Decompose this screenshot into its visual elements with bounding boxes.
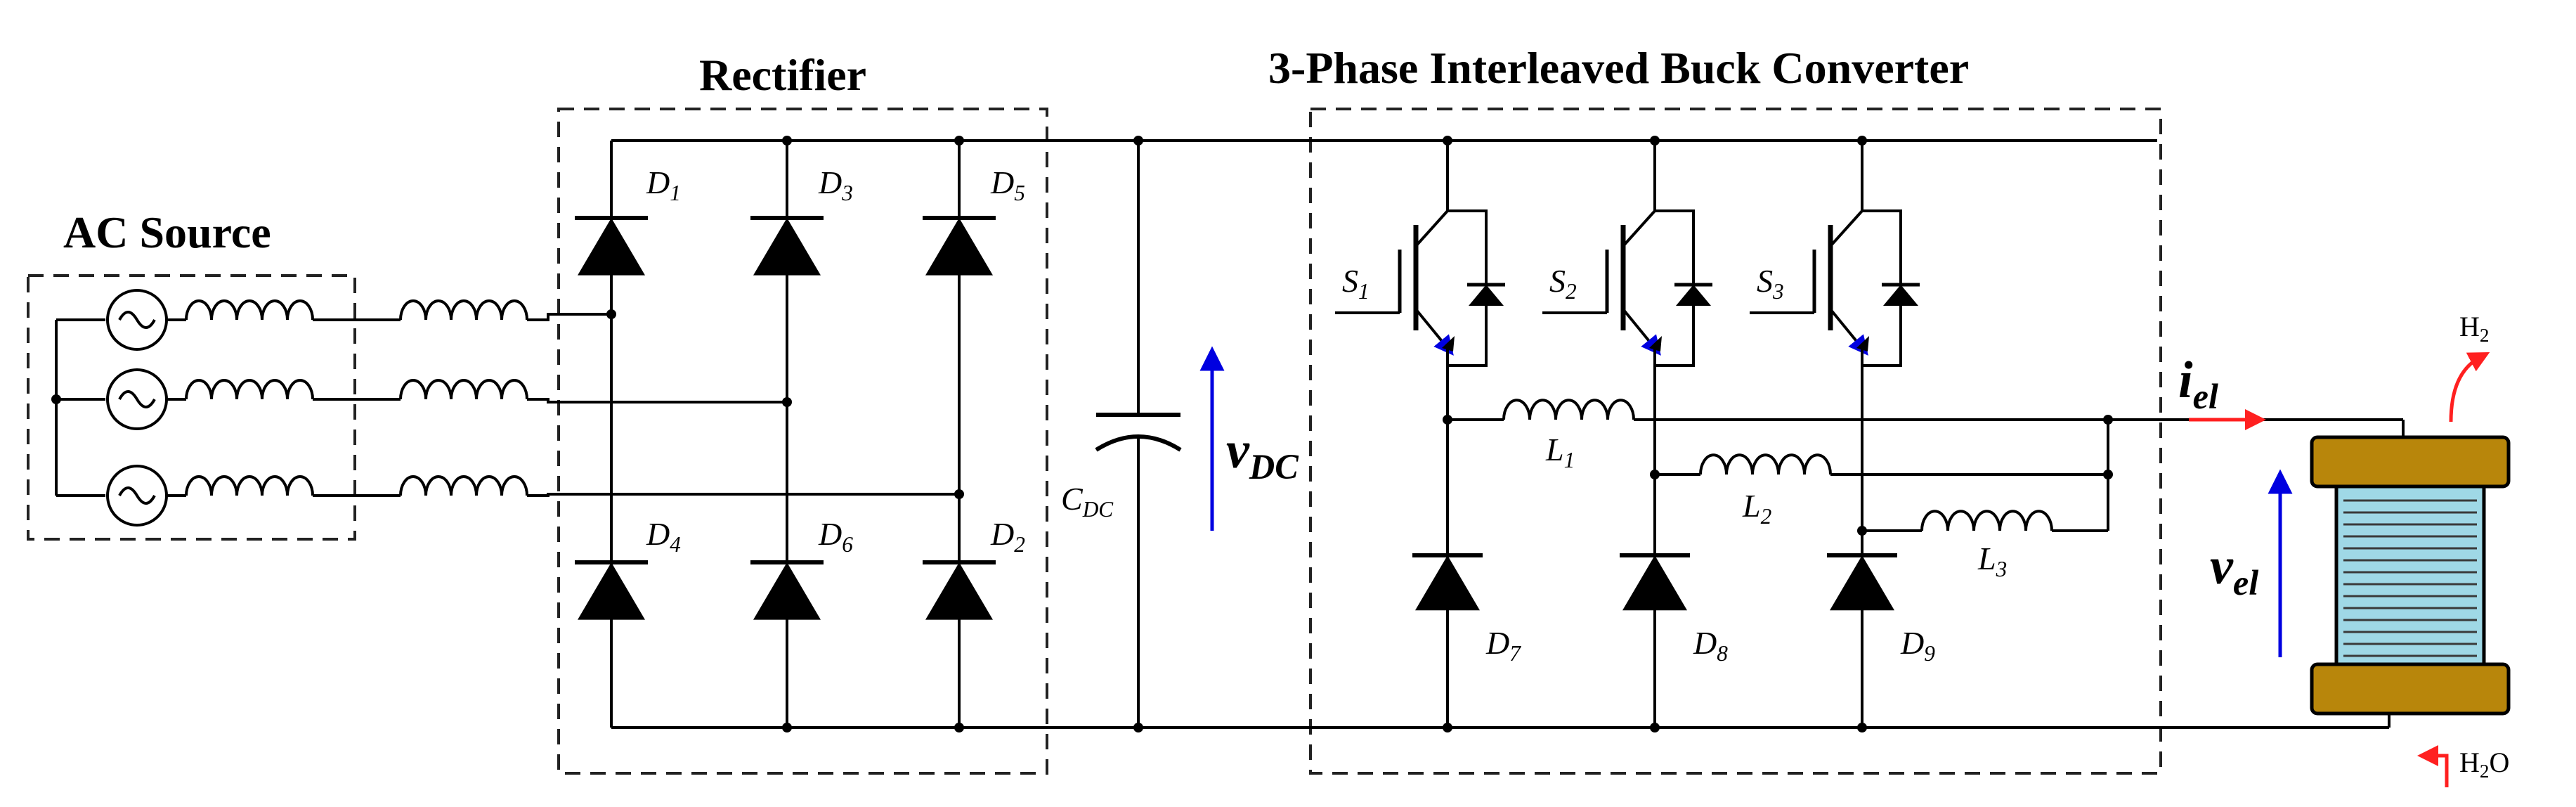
dc-link-capacitor — [1095, 136, 1182, 732]
freewheel-diode-icon — [1827, 553, 1897, 611]
output-inductor-icon — [1502, 399, 1635, 420]
rectifier-title: Rectifier — [699, 50, 866, 100]
h2o-label: H2O — [2459, 747, 2509, 782]
source-inductor-icon — [185, 379, 314, 400]
v-dc-label: vDC — [1226, 422, 1299, 486]
source-inductor-icon — [185, 475, 314, 496]
output-inductor-icon — [1699, 453, 1832, 475]
line-inductor-icon — [399, 475, 528, 496]
switch-label: S1 — [1342, 263, 1370, 304]
h2-arrow — [2449, 352, 2490, 422]
rectifier-diode-icon — [750, 560, 824, 620]
rectifier-diode-label: D5 — [990, 164, 1025, 205]
stack-body — [2334, 484, 2486, 666]
inductor-output-wiring — [1448, 415, 2403, 532]
antiparallel-diode-icon — [1467, 283, 1505, 306]
source-inductor-icon — [185, 299, 314, 321]
line-inductor-icon — [399, 299, 528, 321]
ac-phases — [106, 289, 959, 527]
igbt-switch-icon — [1335, 209, 1505, 367]
rectifier-block — [557, 108, 1048, 775]
stack-top-plate — [2310, 435, 2511, 489]
antiparallel-diode-icon — [1882, 283, 1920, 306]
ac-phase-2 — [106, 368, 787, 430]
inductor-label: L2 — [1742, 488, 1771, 529]
freewheel-diode-label: D8 — [1693, 625, 1728, 666]
rectifier-diode-label: D3 — [818, 164, 853, 205]
inductor-label: L3 — [1977, 541, 2007, 581]
ac-phase-1 — [106, 289, 611, 351]
stack-bottom-plate — [2310, 662, 2511, 716]
i-el-label: iel — [2178, 351, 2218, 416]
rectifier-diode-icon — [575, 216, 648, 276]
ac-source-block — [27, 274, 356, 541]
switch-label: S2 — [1549, 263, 1577, 304]
buck-converter-title: 3-Phase Interleaved Buck Converter — [1268, 43, 1969, 93]
rectifier-diode-label: D6 — [818, 516, 853, 557]
ac-source-title: AC Source — [63, 207, 271, 257]
line-inductor-icon — [399, 379, 528, 400]
rectifier-diode-icon — [750, 216, 824, 276]
v-el-label: vel — [2210, 538, 2258, 602]
freewheel-diode-label: D7 — [1485, 625, 1521, 666]
rectifier-diode-icon — [923, 560, 996, 620]
ac-source-wiring — [51, 318, 105, 497]
electrolyzer-stack — [2310, 420, 2511, 728]
rectifier-diode-label: D4 — [646, 516, 681, 557]
output-inductor-icon — [1920, 510, 2053, 531]
igbt-switch-icon — [1750, 209, 1920, 367]
rectifier-diode-label: D2 — [990, 516, 1025, 557]
igbt-switch-icon — [1542, 209, 1712, 367]
rectifier-diode-icon — [575, 560, 648, 620]
antiparallel-diode-icon — [1674, 283, 1712, 306]
freewheel-diode-icon — [1620, 553, 1690, 611]
freewheel-diode-label: D9 — [1900, 625, 1935, 666]
switch-label: S3 — [1757, 263, 1784, 304]
rectifier-diode-icon — [923, 216, 996, 276]
h2o-arrow — [2417, 745, 2449, 787]
rectifier-diode-label: D1 — [646, 164, 681, 205]
inductor-label: L1 — [1545, 432, 1575, 472]
freewheel-diode-icon — [1412, 553, 1483, 611]
h2-label: H2 — [2459, 311, 2489, 346]
buck-converter-block — [1309, 108, 2162, 775]
capacitor-label: CDC — [1061, 481, 1114, 522]
ac-phase-3 — [106, 465, 959, 527]
